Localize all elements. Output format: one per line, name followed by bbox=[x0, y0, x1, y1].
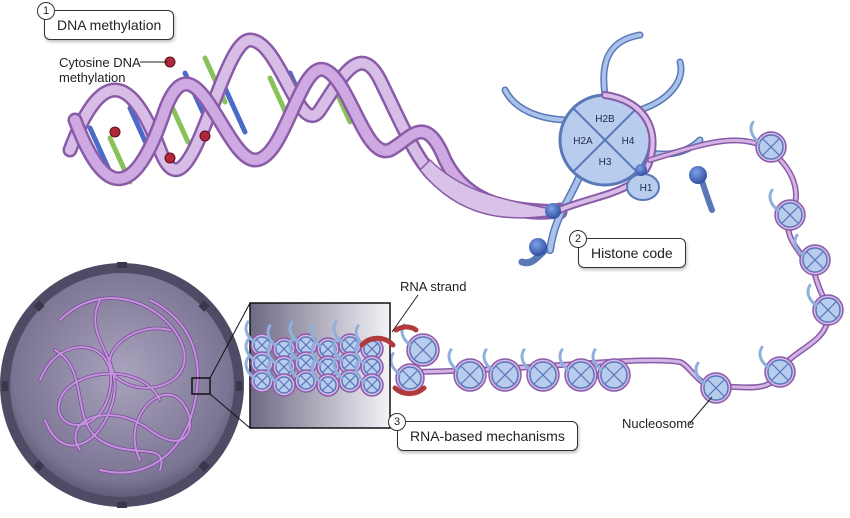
nuclear-pores bbox=[2, 262, 242, 508]
nucleosome bbox=[694, 361, 732, 404]
cell-nucleus bbox=[0, 262, 244, 508]
histone-code-text: Histone code bbox=[591, 245, 673, 261]
histone-tail bbox=[601, 33, 642, 97]
histone-divider bbox=[572, 107, 638, 173]
zoom-line bbox=[209, 393, 251, 429]
histone-h3-label: H3 bbox=[599, 157, 612, 168]
condensed-nucleosome bbox=[288, 356, 318, 393]
nucleosome bbox=[591, 348, 631, 392]
rna-segment bbox=[359, 335, 396, 348]
nucleosome bbox=[389, 352, 425, 393]
cytosine-methylation-label: Cytosine DNA methylation bbox=[59, 55, 141, 85]
nucleosome bbox=[758, 345, 796, 388]
rna-strand-label: RNA strand bbox=[400, 279, 467, 294]
condensed-nucleosome bbox=[244, 356, 274, 393]
rna-segment bbox=[393, 324, 419, 333]
methyl-groups bbox=[109, 56, 211, 164]
condensed-nucleosome bbox=[310, 360, 340, 397]
nucleosome bbox=[806, 283, 844, 326]
linker-dna bbox=[398, 138, 830, 389]
nucleosome bbox=[520, 348, 560, 392]
condensed-nucleosome bbox=[332, 356, 362, 393]
nucleosome-beads bbox=[389, 120, 844, 404]
histone-code-label: Histone code bbox=[578, 238, 686, 268]
cytosine-methylation-line-1: Cytosine DNA bbox=[59, 55, 141, 70]
histone-h4-label: H4 bbox=[622, 136, 635, 147]
dna-tapered-tail bbox=[418, 158, 556, 219]
histone-tail bbox=[503, 88, 572, 122]
leader-lines bbox=[140, 61, 713, 424]
histone-tail bbox=[638, 60, 683, 112]
rna-mechanisms-text: RNA-based mechanisms bbox=[410, 428, 565, 444]
condensed-nucleosome bbox=[354, 360, 384, 397]
zoom-inset bbox=[209, 302, 391, 429]
histone-h2a-label: H2A bbox=[573, 136, 593, 147]
condensed-nucleosome bbox=[354, 342, 384, 379]
zoom-line bbox=[209, 302, 251, 379]
histone-h2b-label: H2B bbox=[595, 114, 615, 125]
chromatin-fiber bbox=[389, 120, 844, 404]
step-number-1: 1 bbox=[37, 2, 55, 20]
nucleosome bbox=[400, 323, 440, 367]
histone-h1-label: H1 bbox=[640, 183, 653, 194]
dna-strand-front-fill bbox=[70, 64, 565, 217]
nucleosome bbox=[768, 188, 806, 231]
condensed-nucleosome bbox=[266, 360, 296, 397]
chromatin-loops-highlight bbox=[39, 297, 199, 474]
nucleosome bbox=[447, 348, 487, 392]
modification-bead bbox=[529, 238, 547, 256]
nucleosome bbox=[793, 233, 831, 276]
modification-bead bbox=[545, 203, 561, 219]
dna-strand-front bbox=[67, 62, 568, 220]
histone-tail bbox=[600, 31, 644, 99]
modification-bead bbox=[689, 166, 707, 184]
rna-segment bbox=[392, 385, 427, 397]
base-pair bbox=[222, 85, 248, 135]
nucleosome bbox=[482, 348, 522, 392]
nucleosome bbox=[558, 348, 598, 392]
dna-methylation-label: DNA methylation bbox=[44, 10, 175, 40]
step-number-2: 2 bbox=[569, 230, 587, 248]
methyl-group bbox=[199, 130, 211, 142]
step-number-3: 3 bbox=[388, 413, 406, 431]
modification-bead bbox=[635, 164, 647, 176]
methyl-group bbox=[164, 152, 176, 164]
rna-mechanisms-label: RNA-based mechanisms bbox=[397, 421, 578, 451]
cytosine-methylation-line-2: methylation bbox=[59, 70, 126, 85]
dna-double-helix bbox=[62, 32, 568, 220]
zoom-region-marker bbox=[191, 377, 211, 395]
rna-strand bbox=[359, 324, 427, 397]
dna-methylation-text: DNA methylation bbox=[57, 17, 162, 33]
nucleosome bbox=[749, 120, 787, 163]
condensed-chromatin bbox=[244, 320, 384, 397]
methyl-group bbox=[109, 126, 121, 138]
nucleosome-label: Nucleosome bbox=[622, 416, 695, 431]
